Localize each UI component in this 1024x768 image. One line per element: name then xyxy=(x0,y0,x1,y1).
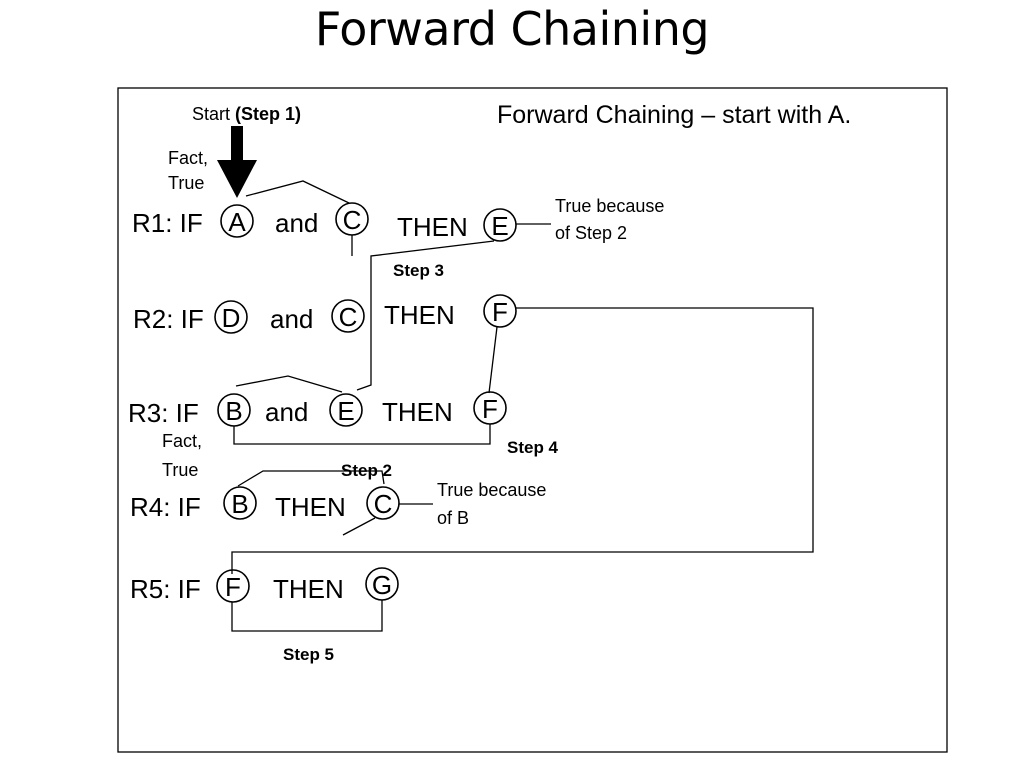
r3-node-e xyxy=(329,393,363,427)
r1-and: and xyxy=(275,208,318,238)
step2-connector xyxy=(237,470,385,487)
step4-label: Step 4 xyxy=(507,438,559,457)
r3-and: and xyxy=(265,397,308,427)
rule-r5-label: R5: IF xyxy=(130,574,201,604)
r2-node-d xyxy=(214,300,248,334)
r5-node-f xyxy=(216,569,250,603)
start-label: Start (Step 1) xyxy=(192,104,301,124)
r4-note-line2: of B xyxy=(437,508,469,528)
step4-connector xyxy=(233,424,491,445)
r2-f-to-r3-f-connector xyxy=(488,326,498,394)
r5-node-g-label: G xyxy=(372,570,392,600)
fact-a-line2: True xyxy=(168,173,204,193)
step2-label: Step 2 xyxy=(341,461,392,480)
r1-node-c-label: C xyxy=(343,205,362,235)
r2-node-f-label: F xyxy=(492,297,508,327)
rule-r4-label: R4: IF xyxy=(130,492,201,522)
step5-connector xyxy=(231,600,383,632)
r4-node-c-label: C xyxy=(374,489,393,519)
r1-note-line2: of Step 2 xyxy=(555,223,627,243)
r4-node-c xyxy=(366,486,400,520)
r4-note-line1: True because xyxy=(437,480,546,500)
r4-then: THEN xyxy=(275,492,346,522)
step5-label: Step 5 xyxy=(283,645,334,664)
r2-node-c xyxy=(331,299,365,333)
fact-b-line2: True xyxy=(162,460,198,480)
r4-node-b xyxy=(223,486,257,520)
r4-node-b-label: B xyxy=(231,489,248,519)
r2-f-to-r5-connector xyxy=(231,307,814,574)
r2-then: THEN xyxy=(384,300,455,330)
r1-node-a xyxy=(220,204,254,238)
diagram-heading: Forward Chaining – start with A. xyxy=(497,101,851,129)
slide-title: Forward Chaining xyxy=(314,2,710,56)
r3-node-b-label: B xyxy=(225,396,242,426)
r5-node-f-label: F xyxy=(225,572,241,602)
rule-r2-label: R2: IF xyxy=(133,304,204,334)
r3-node-e-label: E xyxy=(337,396,354,426)
r1-node-a-label: A xyxy=(228,207,246,237)
r3-then: THEN xyxy=(382,397,453,427)
r2-node-c-label: C xyxy=(339,302,358,332)
r2-node-d-label: D xyxy=(222,303,241,333)
step3-label: Step 3 xyxy=(393,261,444,280)
r1-node-e xyxy=(483,208,517,242)
r2-node-f xyxy=(483,294,517,328)
r1-then: THEN xyxy=(397,212,468,242)
r2-and: and xyxy=(270,304,313,334)
fact-b-line1: Fact, xyxy=(162,431,202,451)
r1-node-e-label: E xyxy=(491,211,508,241)
fact-a-line1: Fact, xyxy=(168,148,208,168)
r3-node-f-label: F xyxy=(482,394,498,424)
r3-b-e-connector xyxy=(235,375,343,393)
r5-then: THEN xyxy=(273,574,344,604)
step3-connector xyxy=(356,240,495,391)
r1-note-line1: True because xyxy=(555,196,664,216)
rule-r1-label: R1: IF xyxy=(132,208,203,238)
r1-a-c-connector xyxy=(245,180,350,204)
r4-c-tail xyxy=(342,517,376,536)
rule-r3-label: R3: IF xyxy=(128,398,199,428)
diagram-frame xyxy=(117,87,948,753)
start-arrow-icon xyxy=(217,126,257,198)
